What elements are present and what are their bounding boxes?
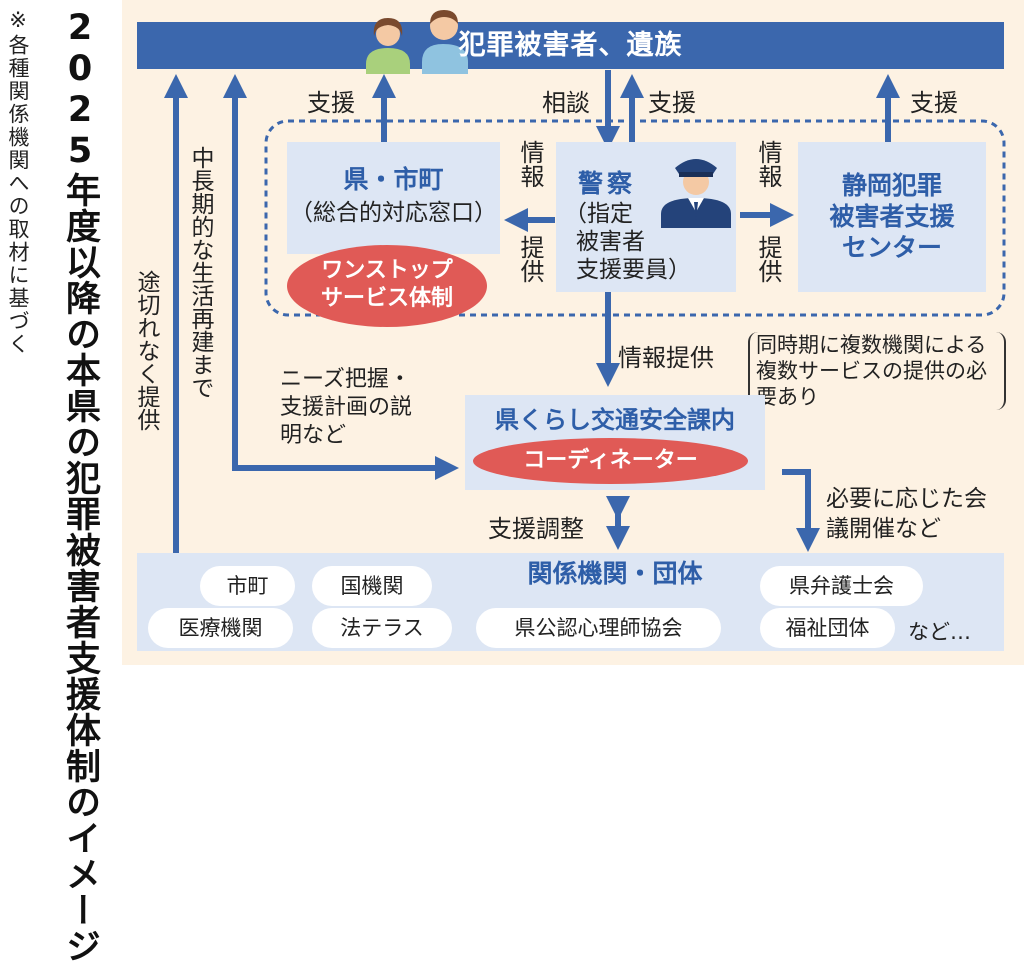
org-pill-psychologists: 県公認心理師協会: [476, 608, 721, 648]
info-label-left-bottom: 提供: [516, 235, 544, 283]
info-provision-label: 情報提供: [618, 344, 714, 372]
center-line3: センター: [841, 233, 942, 262]
prefecture-title: 県・市町: [343, 165, 444, 194]
connector-lines: [164, 70, 1006, 553]
support-label-right: 支援: [910, 89, 958, 117]
simultaneous-note: 同時期に複数機関による複数サービスの提供の必要あり: [748, 332, 1006, 410]
police-officer-icon: [661, 159, 731, 228]
agencies-title: 関係機関・団体: [527, 559, 703, 588]
support-label-left: 支援: [307, 89, 355, 117]
support-center-box: 静岡犯罪 被害者支援 センター: [798, 142, 986, 292]
support-label-center: 支援: [648, 89, 696, 117]
org-pill-medical: 医療機関: [148, 608, 293, 648]
center-line2: 被害者支援: [829, 202, 955, 231]
org-pill-welfare: 福祉団体: [760, 608, 895, 648]
meeting-label: 必要に応じた会議開催など: [826, 486, 987, 542]
victims-label: 犯罪被害者、遺族: [458, 30, 683, 61]
police-sub2: 被害者: [576, 229, 645, 255]
division-title: 県くらし交通安全課内: [495, 406, 735, 434]
prefecture-subtitle: （総合的対応窓口）: [290, 200, 497, 226]
needs-label: ニーズ把握・支援計画の説明など: [280, 367, 413, 448]
org-pill-legal-terrace: 法テラス: [312, 608, 452, 648]
consult-label: 相談: [542, 89, 590, 117]
coordination-label: 支援調整: [488, 515, 584, 543]
info-label-right-top: 情報: [754, 140, 782, 188]
prefecture-box: 県・市町 （総合的対応窓口）: [287, 142, 500, 254]
org-pill-cities: 市町: [200, 566, 295, 606]
police-sub3: 支援要員）: [576, 257, 691, 283]
org-pill-national: 国機関: [312, 566, 432, 606]
victims-bar: [137, 22, 1004, 69]
long-term-label: 中長期的な生活再建まで: [187, 146, 213, 399]
info-label-right-bottom: 提供: [754, 235, 782, 283]
etc-label: など…: [908, 620, 971, 644]
center-line1: 静岡犯罪: [841, 171, 942, 200]
police-sub1: （指定: [564, 201, 633, 227]
police-title: 警察: [578, 169, 637, 198]
source-note: ※各種関係機関への取材に基づく: [6, 8, 30, 356]
onestop-ellipse: ワンストップ サービス体制: [287, 245, 487, 327]
org-pill-bar-association: 県弁護士会: [760, 566, 923, 606]
onestop-line1: ワンストップ: [321, 258, 453, 283]
seamless-label: 途切れなく提供: [133, 270, 159, 431]
people-icon: [366, 10, 468, 74]
coordinator-ellipse: コーディネーター: [473, 438, 748, 484]
onestop-line2: サービス体制: [320, 286, 453, 311]
info-label-left-top: 情報: [516, 140, 544, 188]
